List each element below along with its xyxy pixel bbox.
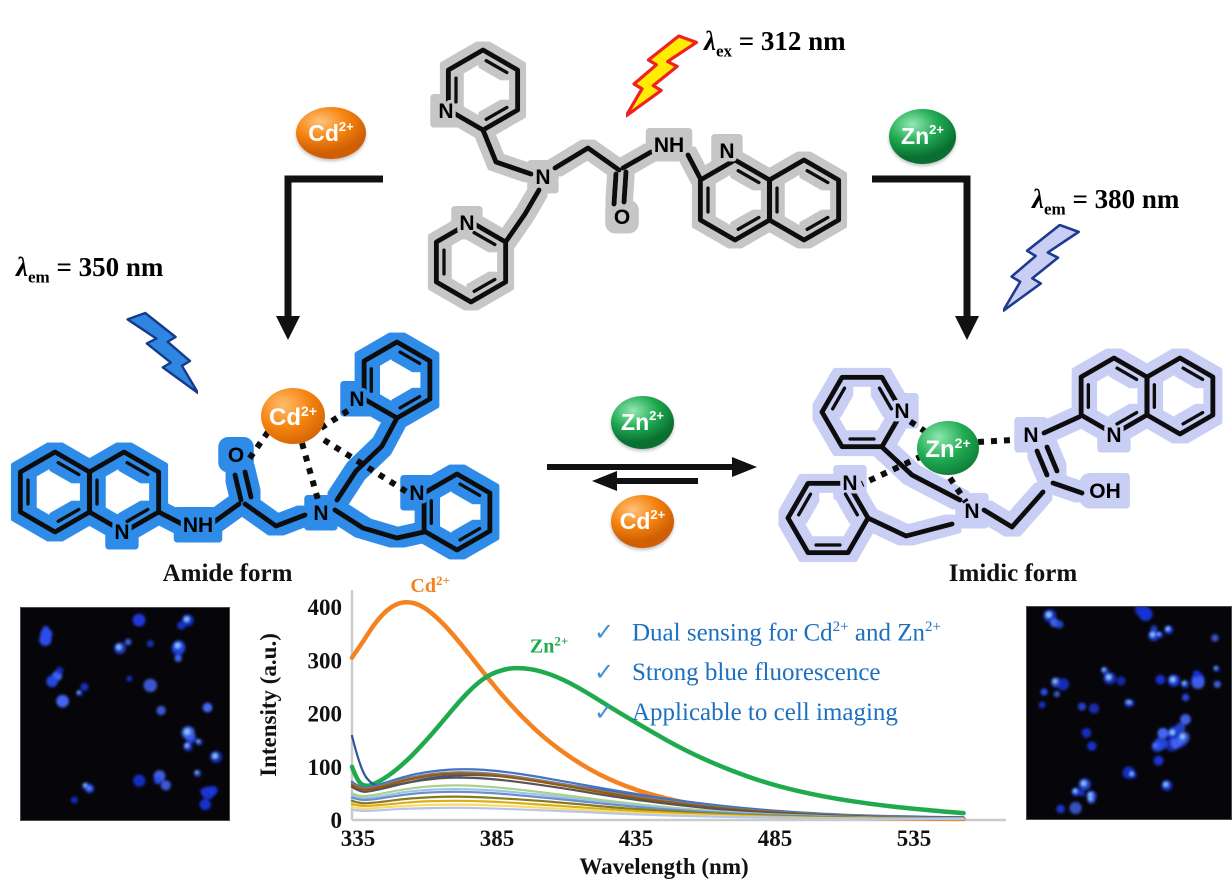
svg-text:485: 485 (758, 826, 793, 851)
pyridine-ring (819, 374, 905, 450)
quinoline-ring (1078, 355, 1150, 437)
pyridine-ring (361, 339, 433, 421)
coordination-bonds: Zn2+ (860, 417, 1013, 504)
bond (879, 444, 963, 503)
quinoline-ring (86, 449, 162, 535)
imidic-form-label: Imidic form (948, 560, 1078, 587)
pyridine-ring (421, 471, 493, 553)
bond (503, 187, 542, 245)
zn-reaction-arrow (872, 175, 979, 340)
bond (242, 501, 308, 529)
fluorescence-micrograph-right (1026, 606, 1232, 820)
zn-ion-sphere (917, 421, 979, 475)
atom-label: N (719, 140, 734, 163)
atom-label: N (114, 521, 129, 544)
benzo-ring (766, 157, 842, 243)
pyridine-ring (445, 47, 521, 133)
list-item: ✓ Applicable to cell imaging (594, 697, 1044, 729)
atom-label: N (438, 100, 453, 123)
bond (211, 501, 242, 525)
excitation-wavelength-label: λex = 312 nm (704, 26, 846, 61)
atom-label: N (894, 400, 909, 423)
svg-text:385: 385 (480, 826, 515, 851)
bond (480, 127, 534, 177)
bond (685, 152, 703, 181)
svg-text:Zn2+: Zn2+ (530, 633, 568, 657)
free-ligand-structure: N N N O NH N (433, 47, 842, 305)
atom-label: O (228, 444, 244, 467)
atom-label: OH (1089, 480, 1121, 503)
atom-label: N (459, 212, 474, 235)
check-icon: ✓ (594, 660, 615, 687)
svg-text:300: 300 (308, 648, 343, 673)
svg-text:200: 200 (308, 702, 343, 727)
carbonyl-double-bond (611, 169, 629, 207)
atom-label: N (964, 500, 979, 523)
atom-label: N (1023, 424, 1038, 447)
svg-text:335: 335 (341, 826, 376, 851)
bond (1050, 480, 1085, 496)
emission-bolt-blue-icon (126, 311, 198, 395)
svg-text:435: 435 (619, 826, 654, 851)
bond (334, 415, 400, 503)
bond (981, 489, 1046, 530)
atom-label: NH (654, 134, 684, 157)
cd-complex-structure: N NH O N N N Cd2+ (17, 339, 493, 553)
bond (1041, 414, 1082, 436)
atom-label: N (535, 166, 550, 189)
carbonyl-double-bond (232, 469, 254, 503)
equilibrium-arrows (547, 457, 757, 491)
zn-emission-wavelength-label: λem = 380 nm (1032, 184, 1180, 219)
bond (552, 145, 622, 173)
atom-label: N (349, 388, 364, 411)
atom-label: N (409, 482, 424, 505)
check-icon: ✓ (594, 700, 615, 727)
benzo-ring (17, 449, 93, 535)
excitation-bolt-icon (626, 34, 698, 118)
emission-bolt-lavender-icon (1003, 224, 1080, 312)
bond (865, 515, 955, 539)
bond (620, 149, 654, 171)
cd-ion-label: Cd2+ (269, 403, 317, 431)
check-icon: ✓ (594, 620, 615, 647)
atom-label: NH (183, 514, 213, 537)
quinoline-ring (697, 157, 773, 243)
svg-text:100: 100 (308, 755, 343, 780)
list-item: ✓ Strong blue fluorescence (594, 657, 1044, 689)
zn-ion-label: Zn2+ (925, 435, 970, 463)
cd-emission-wavelength-label: λem = 350 nm (16, 252, 164, 287)
fluorescence-micrograph-left (20, 607, 230, 821)
bond (332, 507, 427, 541)
atom-label: N (313, 502, 328, 525)
svg-text:0: 0 (331, 808, 343, 833)
svg-text:Intensity (a.u.): Intensity (a.u.) (256, 633, 281, 777)
svg-text:Cd2+: Cd2+ (410, 573, 450, 597)
imidic-double-bond (1034, 444, 1060, 478)
atom-label: N (842, 472, 857, 495)
bond (156, 509, 185, 527)
svg-text:535: 535 (897, 826, 932, 851)
coordination-bonds: Cd2+ (244, 388, 409, 501)
atom-label: N (1106, 424, 1121, 447)
highlights-list: ✓ Dual sensing for Cd2+ and Zn2+ ✓ Stron… (594, 611, 1044, 737)
list-item: ✓ Dual sensing for Cd2+ and Zn2+ (594, 611, 1044, 649)
svg-text:Wavelength (nm): Wavelength (nm) (579, 854, 748, 879)
cd-reaction-arrow (276, 175, 383, 340)
zn-complex-structure: N N N N OH N Zn2+ (785, 355, 1216, 556)
svg-text:400: 400 (308, 595, 343, 620)
arrowhead-left-icon (592, 471, 617, 491)
amide-form-label: Amide form (162, 560, 293, 587)
benzo-ring (1144, 355, 1216, 437)
cd-ion-sphere (261, 388, 325, 444)
atom-label: O (614, 206, 630, 229)
